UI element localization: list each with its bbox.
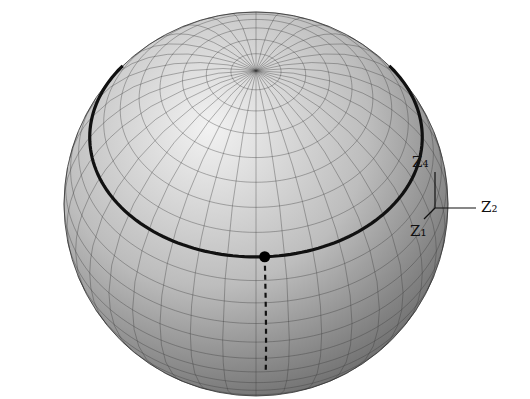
sphere-body [64,12,448,396]
axis-line [435,207,476,208]
axis-triad [424,172,476,219]
sphere-outline [64,12,448,396]
axis-label: Z₁ [410,224,426,239]
axis-label: Z₄ [412,155,428,170]
axis-label: Z₂ [481,200,497,215]
sphere [64,12,448,396]
latitude-circle [90,66,423,257]
grid-lines [64,12,448,396]
meridian-dashed [265,257,266,370]
point-dot [259,251,270,262]
axis-line [424,208,435,219]
axis-line [434,172,435,208]
